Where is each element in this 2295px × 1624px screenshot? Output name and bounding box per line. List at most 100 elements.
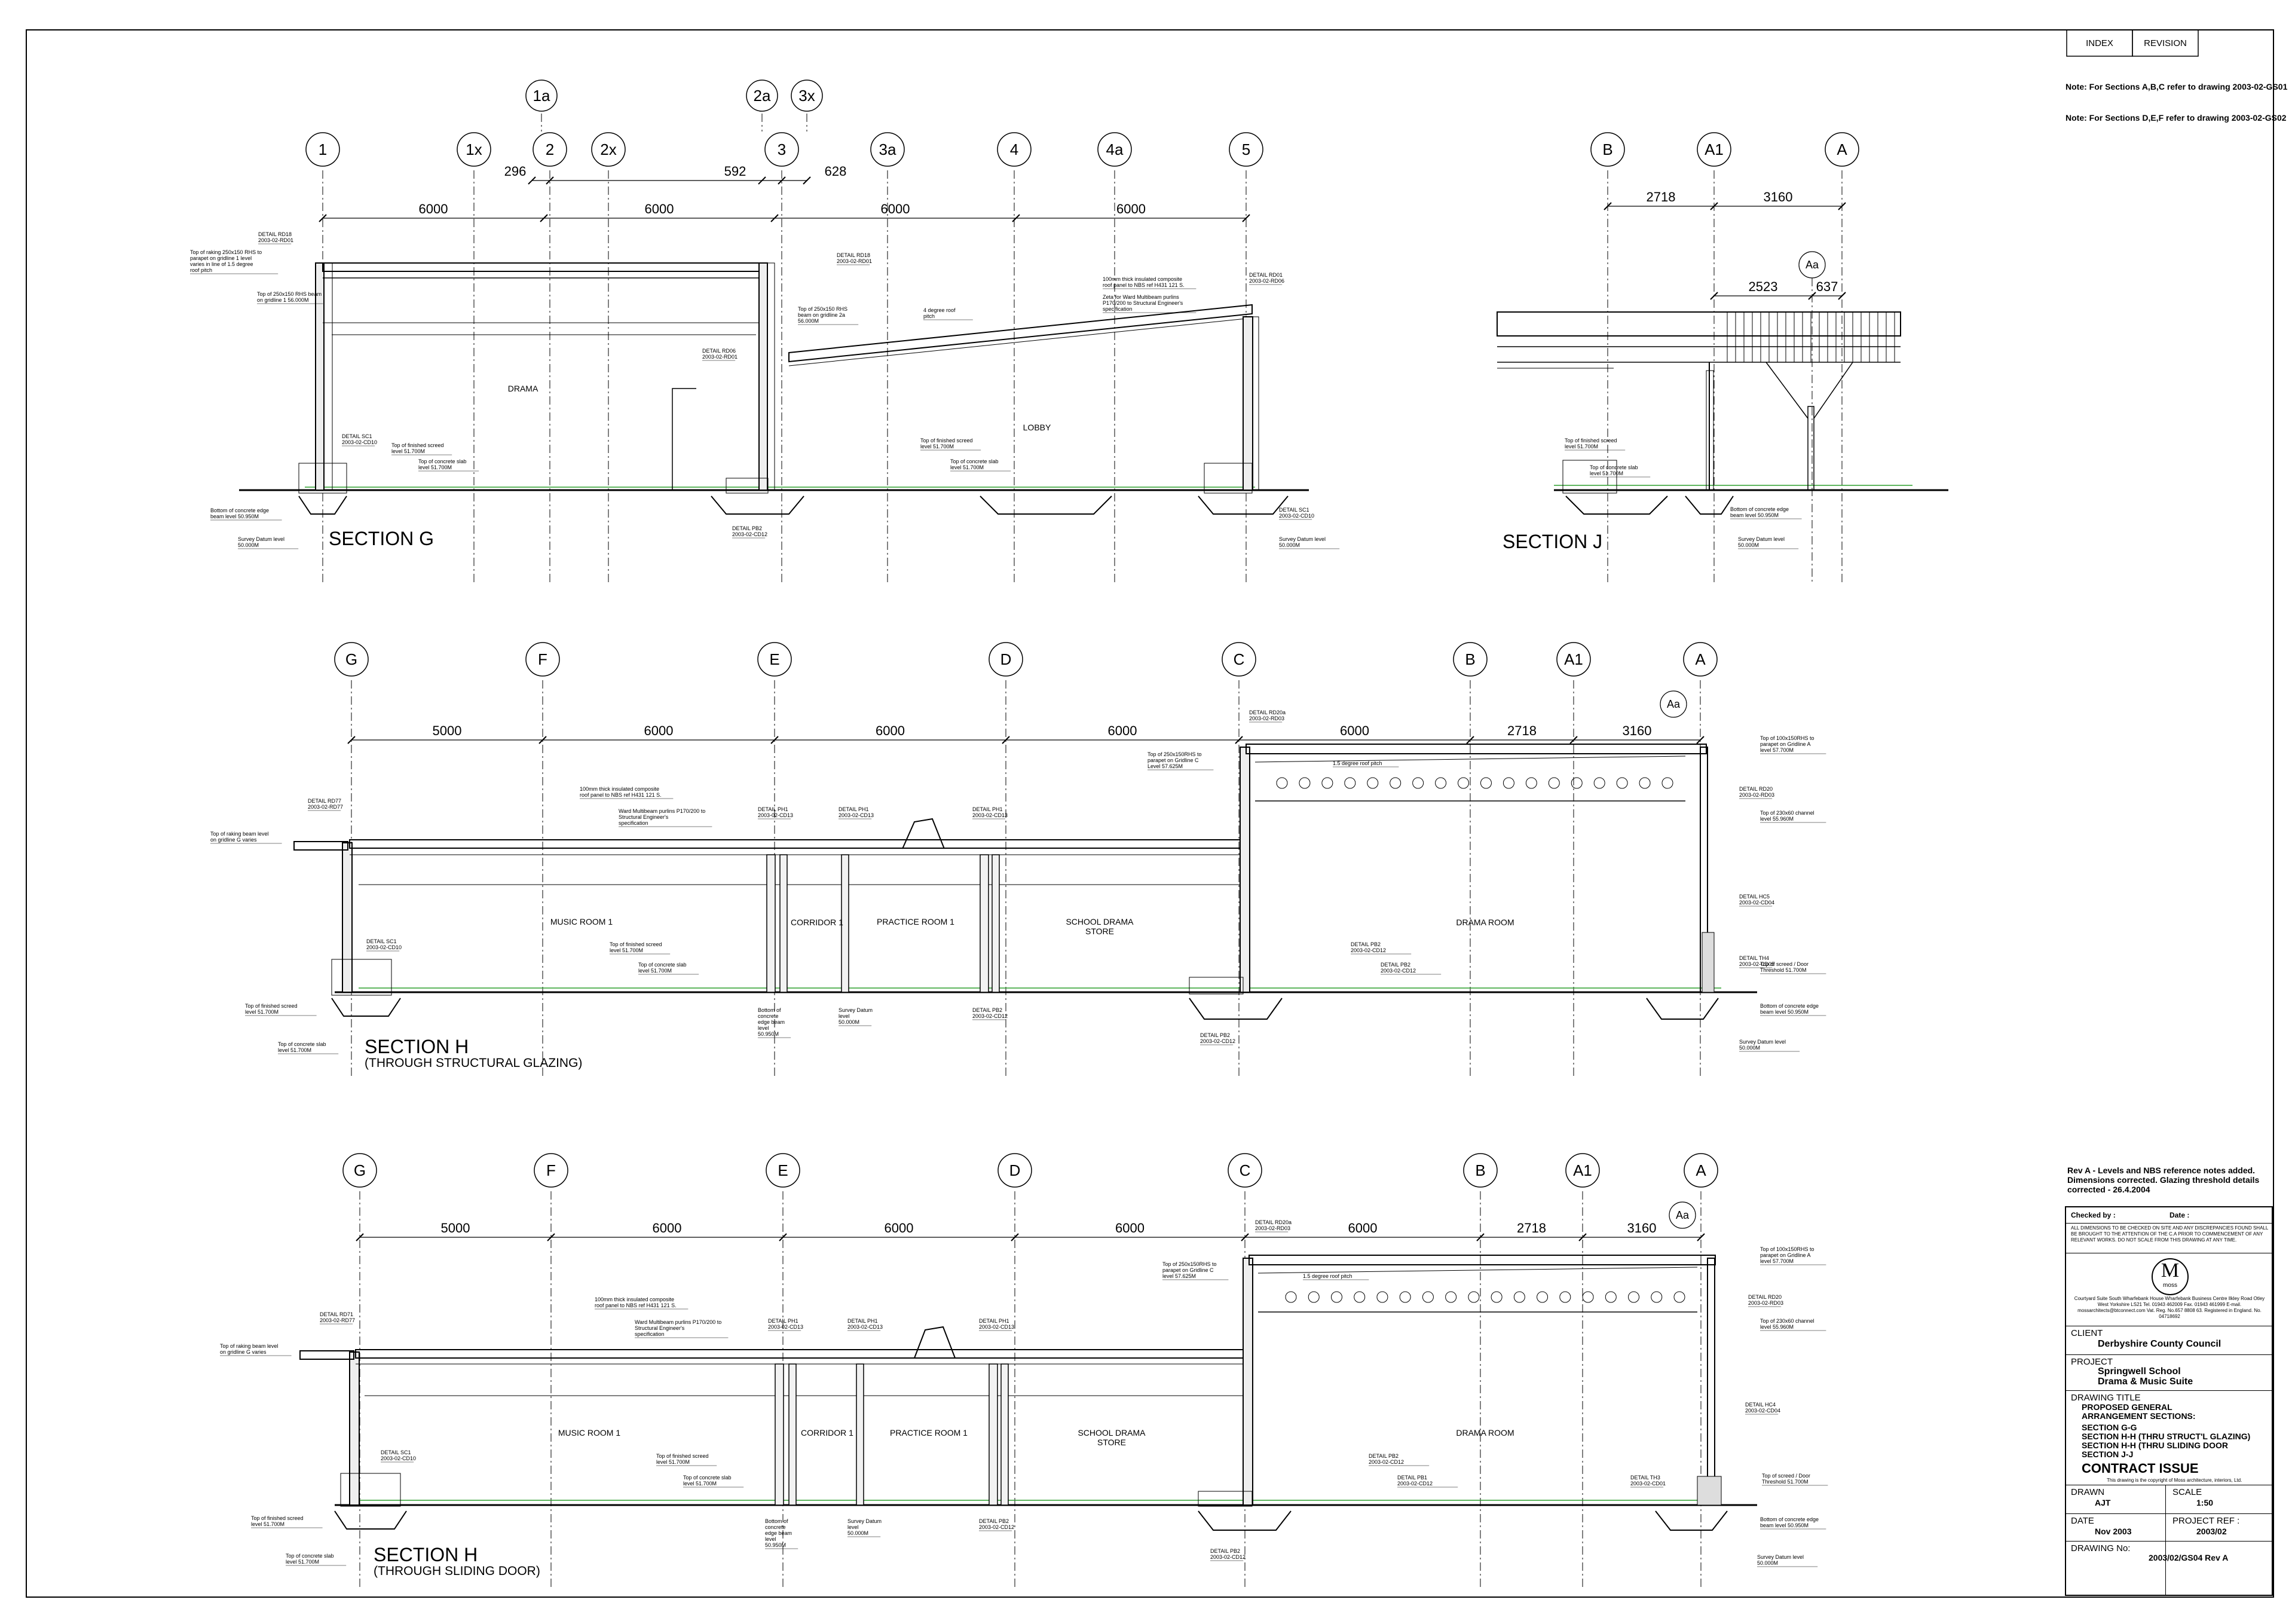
section-g-top-grid-label: 1a bbox=[533, 87, 550, 105]
section-h2-beam-void bbox=[1330, 1291, 1342, 1303]
section-h2-grid-label: A1 bbox=[1573, 1161, 1592, 1179]
practice-address: Courtyard Suite South Wharfebank House W… bbox=[2074, 1296, 2265, 1319]
tab-index[interactable]: INDEX bbox=[2086, 38, 2113, 48]
section-h2-beam-void bbox=[1628, 1291, 1640, 1303]
section-h1-beam-void bbox=[1661, 777, 1673, 789]
section-g-grid-bubble bbox=[591, 132, 626, 167]
section-h1-dim-tick bbox=[538, 736, 547, 744]
section-g-grid-label: 4a bbox=[1106, 140, 1124, 158]
drawing-no-value: 2003/02/GS04 Rev A bbox=[2149, 1553, 2229, 1562]
section-h1-dim-value: 6000 bbox=[1108, 723, 1137, 738]
section-g-grid-bubble bbox=[870, 132, 905, 167]
section-h2-grid-label: F bbox=[546, 1161, 556, 1179]
section-j-sub-grid-label: Aa bbox=[1806, 259, 1819, 271]
room-lobby-g: LOBBY bbox=[1023, 423, 1051, 432]
section-g-grid-label: 1x bbox=[466, 140, 482, 158]
section-h1-grid-bubble bbox=[757, 642, 792, 677]
revision-note: Rev A - Levels and NBS reference notes a… bbox=[2067, 1166, 2260, 1194]
contract-issue: CONTRACT ISSUE bbox=[2082, 1461, 2199, 1476]
section-h2-beam-void bbox=[1399, 1291, 1411, 1303]
section-h1-beam-void bbox=[1571, 777, 1583, 789]
section-h1-beam-void bbox=[1412, 777, 1424, 789]
section-h2-grid-bubble bbox=[1463, 1153, 1498, 1188]
section-h1-room-label: PRACTICE ROOM 1 bbox=[877, 917, 954, 926]
section-g-grid-label: 4 bbox=[1010, 140, 1018, 158]
section-h1-beam-void bbox=[1593, 777, 1605, 789]
section-h1-beam-void bbox=[1435, 777, 1447, 789]
section-g-title: SECTION G bbox=[329, 528, 434, 549]
section-h2-grid-label: C bbox=[1240, 1161, 1251, 1179]
section-j-dim-tick bbox=[1710, 202, 1718, 210]
section-h2-sub-grid-bubble bbox=[1669, 1201, 1696, 1229]
section-h2-beam-void bbox=[1422, 1291, 1434, 1303]
drawing-no-label: DRAWING No: bbox=[2071, 1543, 2131, 1553]
tab-revision[interactable]: REVISION bbox=[2144, 38, 2187, 48]
drawing-title-2: ARRANGEMENT SECTIONS: bbox=[2082, 1411, 2196, 1421]
section-h2-grid-bubble bbox=[766, 1153, 800, 1188]
section-h2-building bbox=[299, 1255, 1757, 1531]
section-h2-grid-label: B bbox=[1475, 1161, 1485, 1179]
section-h1-building bbox=[293, 744, 1757, 1020]
section-h1-grid-bubble bbox=[989, 642, 1023, 677]
section-g-grid-label: 3a bbox=[879, 140, 896, 158]
section-h1-beam-void bbox=[1503, 777, 1514, 789]
section-h1-beam-void bbox=[1276, 777, 1288, 789]
section-j-dim-tick bbox=[1604, 202, 1612, 210]
section-g-sub-dim-value: 628 bbox=[825, 164, 847, 179]
section-h1-subtitle: (THROUGH STRUCTURAL GLAZING) bbox=[365, 1056, 582, 1070]
section-h2-grid-label: G bbox=[354, 1161, 366, 1179]
section-g-grid-bubble bbox=[533, 132, 567, 167]
section-h2-dim-value: 3160 bbox=[1627, 1221, 1657, 1235]
section-g-grid-label: 5 bbox=[1242, 140, 1250, 158]
section-h2-beam-void bbox=[1605, 1291, 1617, 1303]
section-h1-grid-label: E bbox=[769, 650, 779, 668]
section-h1-beam-void bbox=[1321, 777, 1333, 789]
section-h1-dim-value: 6000 bbox=[876, 723, 905, 738]
project-ref-label: PROJECT REF : bbox=[2172, 1516, 2240, 1526]
section-h2-dim-tick bbox=[1697, 1233, 1705, 1241]
section-h2-grid-label: A bbox=[1696, 1161, 1706, 1179]
section-h2-beam-void bbox=[1582, 1291, 1594, 1303]
logo-name: moss bbox=[2163, 1282, 2177, 1289]
drawing-title-3: SECTION G-G bbox=[2082, 1423, 2137, 1432]
section-h2-dim-value: 6000 bbox=[653, 1221, 682, 1235]
section-g-top-grid-label: 3x bbox=[798, 87, 815, 105]
section-g-grid-label: 2x bbox=[600, 140, 616, 158]
section-h2-grid-bubble bbox=[1565, 1153, 1600, 1188]
section-g-sub-dim-value: 296 bbox=[504, 164, 527, 179]
scale-label: SCALE bbox=[2172, 1487, 2202, 1497]
section-g-top-grid-label: 2a bbox=[754, 87, 771, 105]
section-g-dim-tick bbox=[319, 214, 327, 222]
section-h1-dim-value: 6000 bbox=[1340, 723, 1369, 738]
section-g-sub-dim-value: 592 bbox=[724, 164, 746, 179]
section-g-top-grid-bubble bbox=[791, 79, 823, 112]
